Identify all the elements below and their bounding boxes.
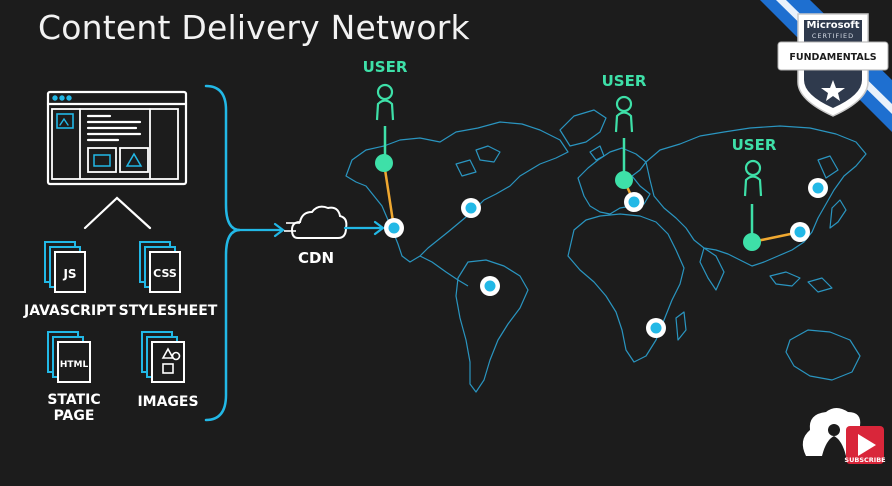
user-edge-links [382,161,802,244]
user-label-3: USER [732,136,777,154]
html-icon-text: HTML [60,360,89,370]
curly-brace [204,84,241,422]
subscribe-label: SUBSCRIBE [844,456,885,464]
user-label-2: USER [602,72,647,90]
edge-node [624,192,644,212]
javascript-label: JAVASCRIPT [23,303,116,319]
badge-line2: CERTIFIED [812,32,854,40]
js-icon-text: JS [62,267,76,281]
certification-badge: Microsoft CERTIFIED FUNDAMENTALS [760,0,892,132]
edge-node [790,222,810,242]
edge-node [808,178,828,198]
edge-nodes [384,178,828,338]
javascript-file-icon: JS [44,241,86,293]
split-connector [83,196,152,230]
badge-line1: Microsoft [806,20,859,31]
images-file-icon [141,331,185,383]
browser-window-icon [46,90,188,186]
user-label-1: USER [363,58,408,76]
static-page-label-line2: PAGE [54,408,95,424]
user-figure-3: USER [732,136,777,251]
static-page-file-icon: HTML [47,331,91,383]
static-page-label-line1: STATIC [47,392,100,408]
play-icon [858,434,876,456]
subscribe-button[interactable]: SUBSCRIBE [802,408,886,464]
edge-node [461,198,481,218]
cdn-cloud-icon [284,205,348,239]
stylesheet-file-icon: CSS [139,241,181,293]
stylesheet-label: STYLESHEET [119,303,218,319]
arrow-to-cdn [238,222,285,238]
edge-node [646,318,666,338]
star-icon [821,80,845,101]
edge-node [480,276,500,296]
images-label: IMAGES [137,394,198,410]
page-title: Content Delivery Network [38,8,470,47]
arrow-to-edge-server [343,220,385,236]
cdn-label: CDN [298,249,334,267]
css-icon-text: CSS [153,267,177,280]
user-figure-1: USER [363,58,408,172]
edge-node [384,218,404,238]
world-map [345,109,867,393]
user-figure-2: USER [602,72,647,189]
badge-ribbon: FUNDAMENTALS [789,52,876,63]
